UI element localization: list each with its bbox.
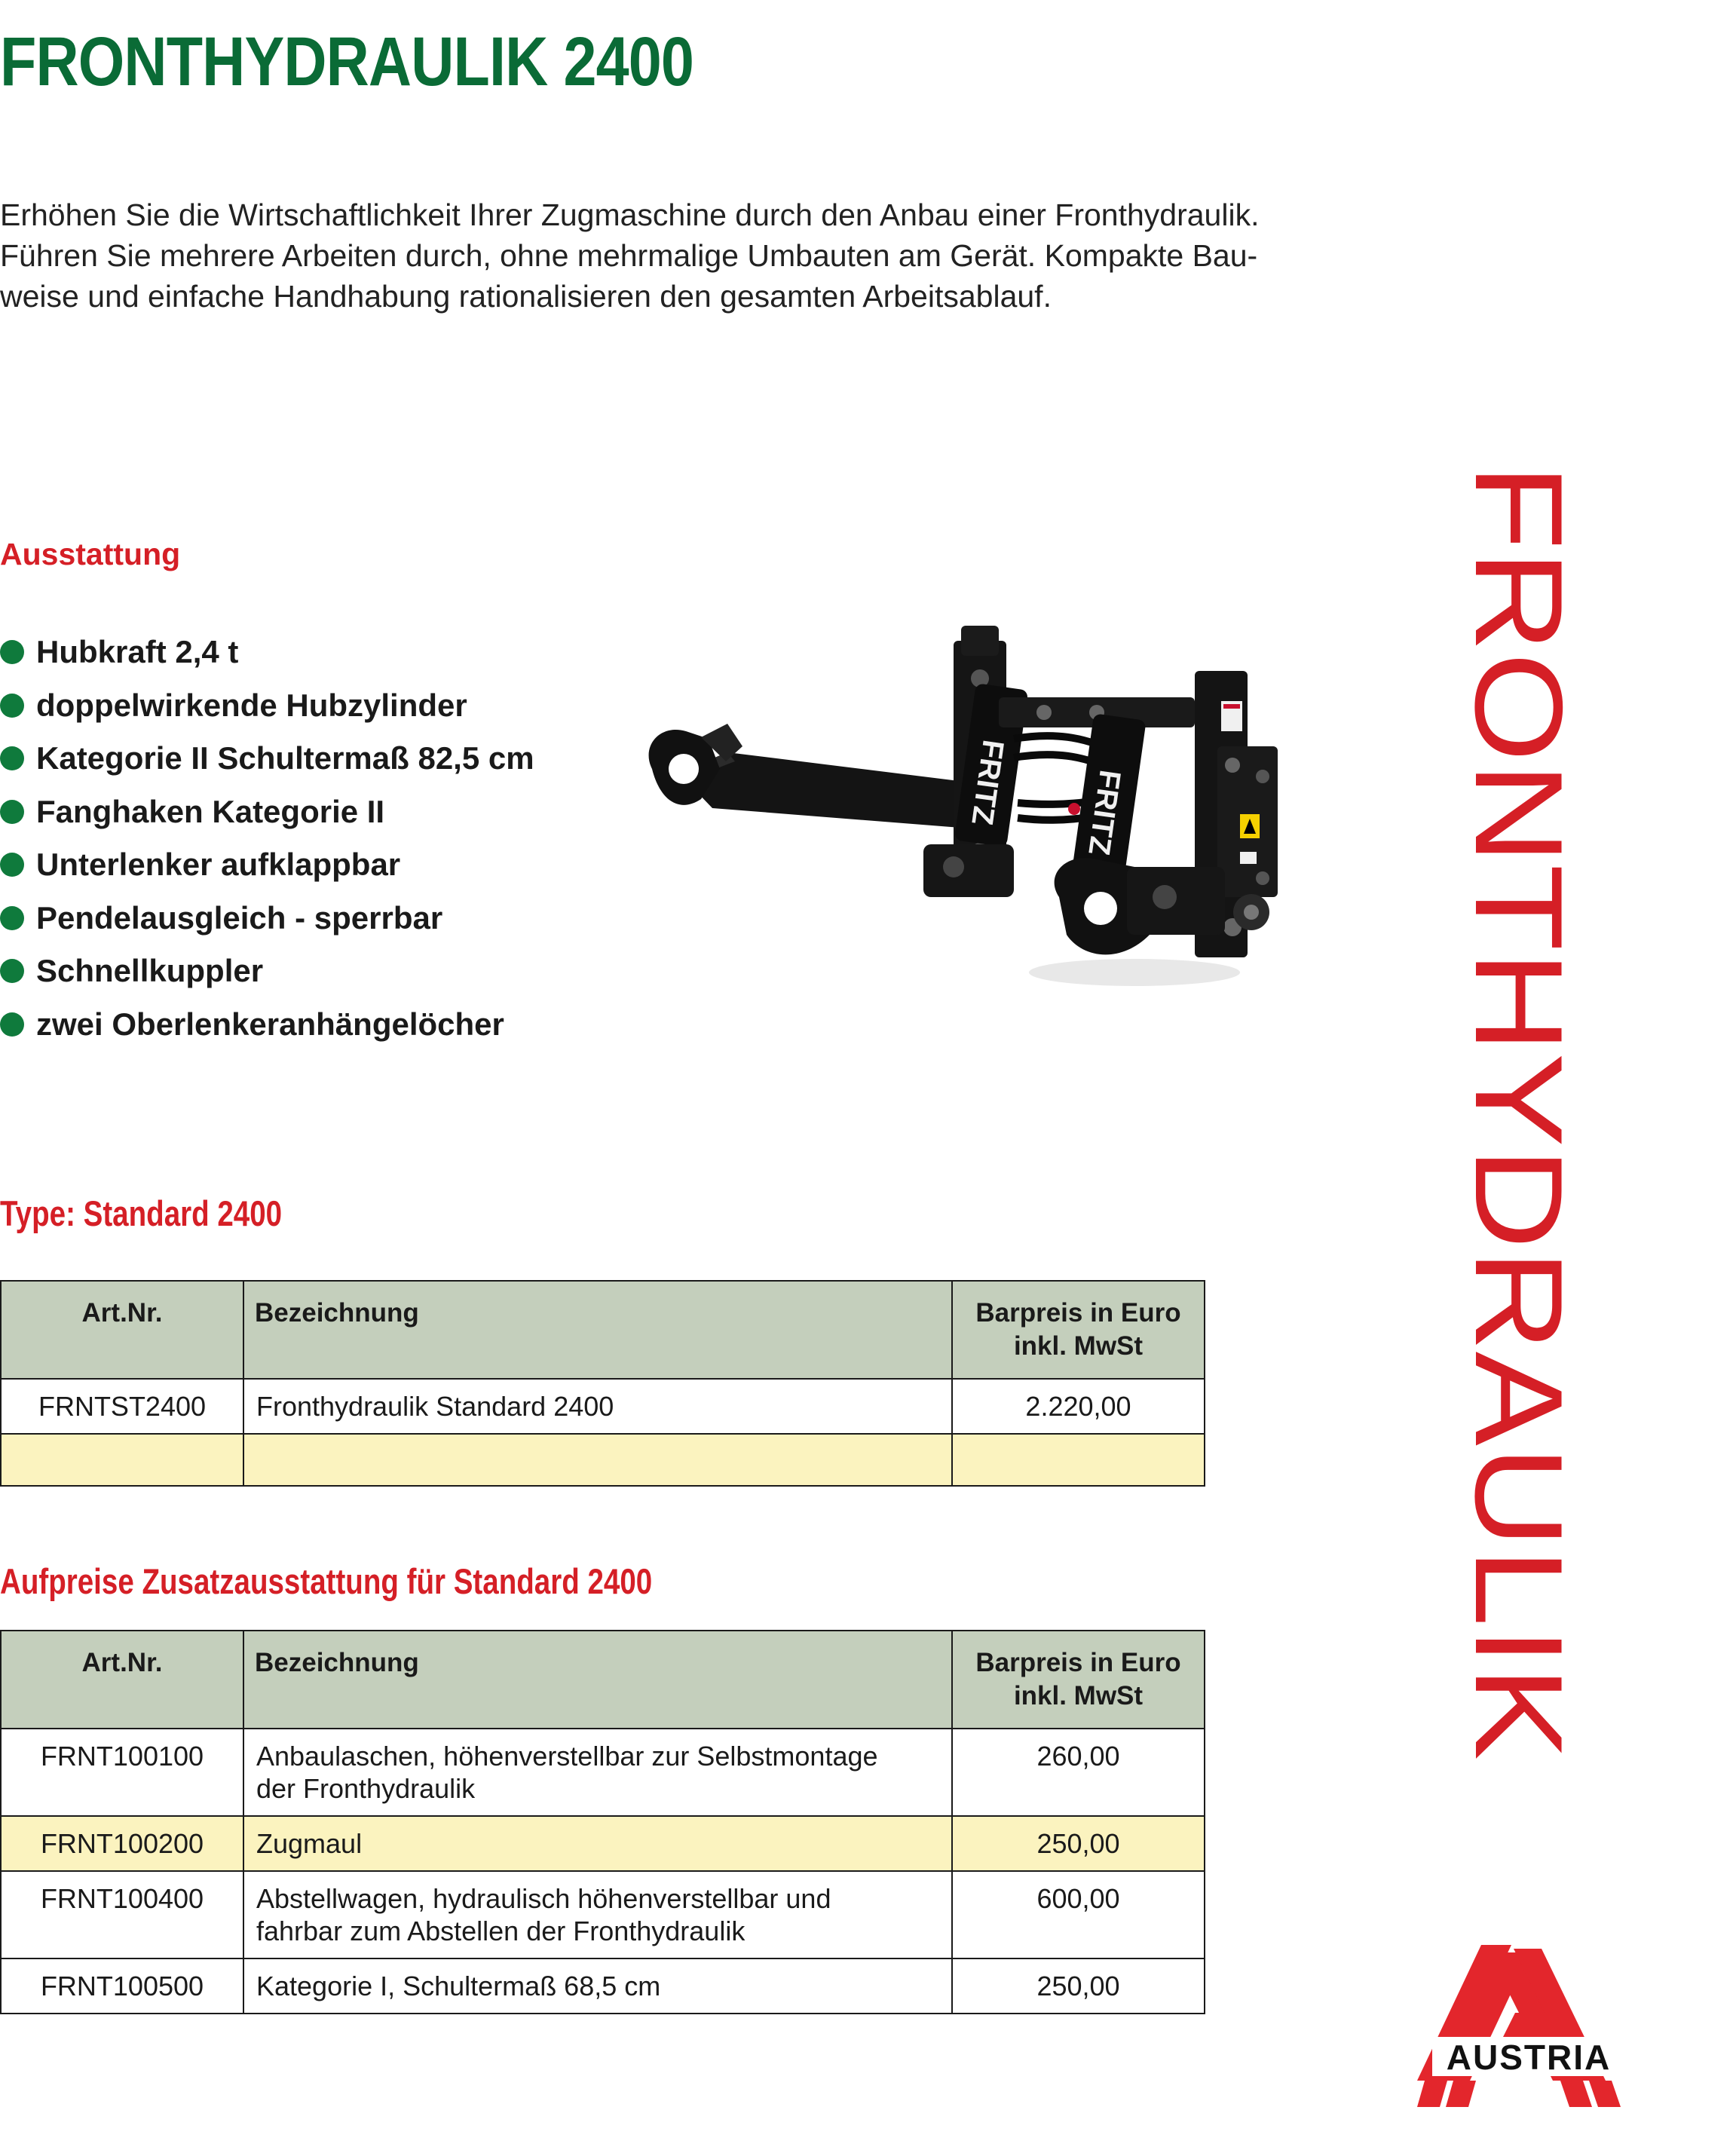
table-row: FRNTST2400 Fronthydraulik Standard 2400 … xyxy=(0,1378,1205,1435)
price-header-line: inkl. MwSt xyxy=(1013,1331,1144,1361)
feature-item: Fanghaken Kategorie II xyxy=(0,786,534,839)
feature-item: Schnellkuppler xyxy=(0,945,534,998)
feature-label: doppelwirkende Hubzylinder xyxy=(36,687,467,723)
bullet-icon xyxy=(0,799,24,824)
feature-label: Hubkraft 2,4 t xyxy=(36,634,239,670)
bullet-icon xyxy=(0,746,24,771)
price-cell: 260,00 xyxy=(951,1728,1205,1817)
logo-text: AUSTRIA xyxy=(1447,2038,1611,2077)
price-cell: 250,00 xyxy=(951,1815,1205,1872)
price-cell: 250,00 xyxy=(951,1958,1205,2014)
price-cell: 600,00 xyxy=(951,1870,1205,1959)
price-header-line: Barpreis in Euro xyxy=(975,1648,1181,1677)
art-cell xyxy=(0,1433,244,1487)
price-header-line: Barpreis in Euro xyxy=(975,1298,1181,1328)
aufpreise-heading: Aufpreise Zusatzausstattung für Standard… xyxy=(0,1561,653,1601)
standard-price-table: Art.Nr. Bezeichnung Barpreis in Euro ink… xyxy=(0,1280,1205,1487)
feature-list: Hubkraft 2,4 t doppelwirkende Hubzylinde… xyxy=(0,626,534,1051)
intro-text: Erhöhen Sie die Wirtschaftlichkeit Ihrer… xyxy=(0,194,1425,317)
bez-line: fahrbar zum Abstellen der Fronthydraulik xyxy=(256,1916,746,1946)
bullet-icon xyxy=(0,1012,24,1037)
col-art-header: Art.Nr. xyxy=(0,1280,244,1380)
bullet-icon xyxy=(0,905,24,930)
feature-item: Pendelausgleich - sperrbar xyxy=(0,892,534,945)
intro-line: weise und einfache Handhabung rationalis… xyxy=(0,279,1052,314)
bez-cell: Kategorie I, Schultermaß 68,5 cm xyxy=(243,1958,953,2014)
feature-label: Pendelausgleich - sperrbar xyxy=(36,899,443,936)
price-cell xyxy=(951,1433,1205,1487)
page-title: FRONTHYDRAULIK 2400 xyxy=(0,23,694,100)
col-art-header: Art.Nr. xyxy=(0,1630,244,1729)
bullet-icon xyxy=(0,693,24,718)
type-heading: Type: Standard 2400 xyxy=(0,1193,283,1233)
bez-line: Abstellwagen, hydraulisch höhenverstellb… xyxy=(256,1883,831,1914)
bez-cell: Anbaulaschen, höhenverstellbar zur Selbs… xyxy=(243,1728,953,1817)
art-cell: FRNT100200 xyxy=(0,1815,244,1872)
feature-item: doppelwirkende Hubzylinder xyxy=(0,679,534,733)
bullet-icon xyxy=(0,853,24,877)
col-price-header: Barpreis in Euro inkl. MwSt xyxy=(951,1280,1205,1380)
art-cell: FRNT100500 xyxy=(0,1958,244,2014)
feature-label: Kategorie II Schultermaß 82,5 cm xyxy=(36,740,534,776)
table-header-row: Art.Nr. Bezeichnung Barpreis in Euro ink… xyxy=(0,1630,1205,1729)
feature-label: zwei Oberlenkeranhängelöcher xyxy=(36,1006,504,1042)
feature-item: Unterlenker aufklappbar xyxy=(0,838,534,892)
extras-price-table: Art.Nr. Bezeichnung Barpreis in Euro ink… xyxy=(0,1630,1205,2014)
col-bez-header: Bezeichnung xyxy=(243,1630,953,1729)
bez-cell: Fronthydraulik Standard 2400 xyxy=(243,1378,953,1435)
art-cell: FRNT100100 xyxy=(0,1728,244,1817)
art-cell: FRNTST2400 xyxy=(0,1378,244,1435)
ausstattung-heading: Ausstattung xyxy=(0,537,181,571)
table-row xyxy=(0,1433,1205,1487)
col-bez-header: Bezeichnung xyxy=(243,1280,953,1380)
feature-label: Fanghaken Kategorie II xyxy=(36,793,385,829)
product-image: FRITZ FRITZ xyxy=(648,626,1278,986)
feature-label: Unterlenker aufklappbar xyxy=(36,847,401,883)
austria-logo: AUSTRIA xyxy=(1417,1945,1624,2107)
bullet-icon xyxy=(0,640,24,665)
bez-cell: Abstellwagen, hydraulisch höhenverstellb… xyxy=(243,1870,953,1959)
intro-line: Erhöhen Sie die Wirtschaftlichkeit Ihrer… xyxy=(0,198,1260,232)
feature-label: Schnellkuppler xyxy=(36,953,264,989)
art-cell: FRNT100400 xyxy=(0,1870,244,1959)
col-price-header: Barpreis in Euro inkl. MwSt xyxy=(951,1630,1205,1729)
feature-item: Kategorie II Schultermaß 82,5 cm xyxy=(0,732,534,786)
table-row: FRNT100500 Kategorie I, Schultermaß 68,5… xyxy=(0,1958,1205,2014)
vertical-title: FRONTHYDRAULIK xyxy=(1462,464,1575,1760)
bez-cell: Zugmaul xyxy=(243,1815,953,1872)
intro-line: Führen Sie mehrere Arbeiten durch, ohne … xyxy=(0,238,1258,273)
table-header-row: Art.Nr. Bezeichnung Barpreis in Euro ink… xyxy=(0,1280,1205,1380)
vertical-title-text: FRONTHYDRAULIK xyxy=(1462,464,1575,1760)
price-header-line: inkl. MwSt xyxy=(1013,1681,1144,1710)
bez-line: Zugmaul xyxy=(256,1828,363,1859)
bez-line: Anbaulaschen, höhenverstellbar zur Selbs… xyxy=(256,1741,878,1772)
feature-item: Hubkraft 2,4 t xyxy=(0,626,534,679)
bullet-icon xyxy=(0,959,24,984)
table-row: FRNT100400 Abstellwagen, hydraulisch höh… xyxy=(0,1870,1205,1959)
bez-cell xyxy=(243,1433,953,1487)
bez-line: Kategorie I, Schultermaß 68,5 cm xyxy=(256,1971,661,2001)
price-cell: 2.220,00 xyxy=(951,1378,1205,1435)
table-row: FRNT100200 Zugmaul 250,00 xyxy=(0,1815,1205,1872)
bez-line: der Fronthydraulik xyxy=(256,1773,476,1804)
feature-item: zwei Oberlenkeranhängelöcher xyxy=(0,998,534,1052)
table-row: FRNT100100 Anbaulaschen, höhenverstellba… xyxy=(0,1728,1205,1817)
